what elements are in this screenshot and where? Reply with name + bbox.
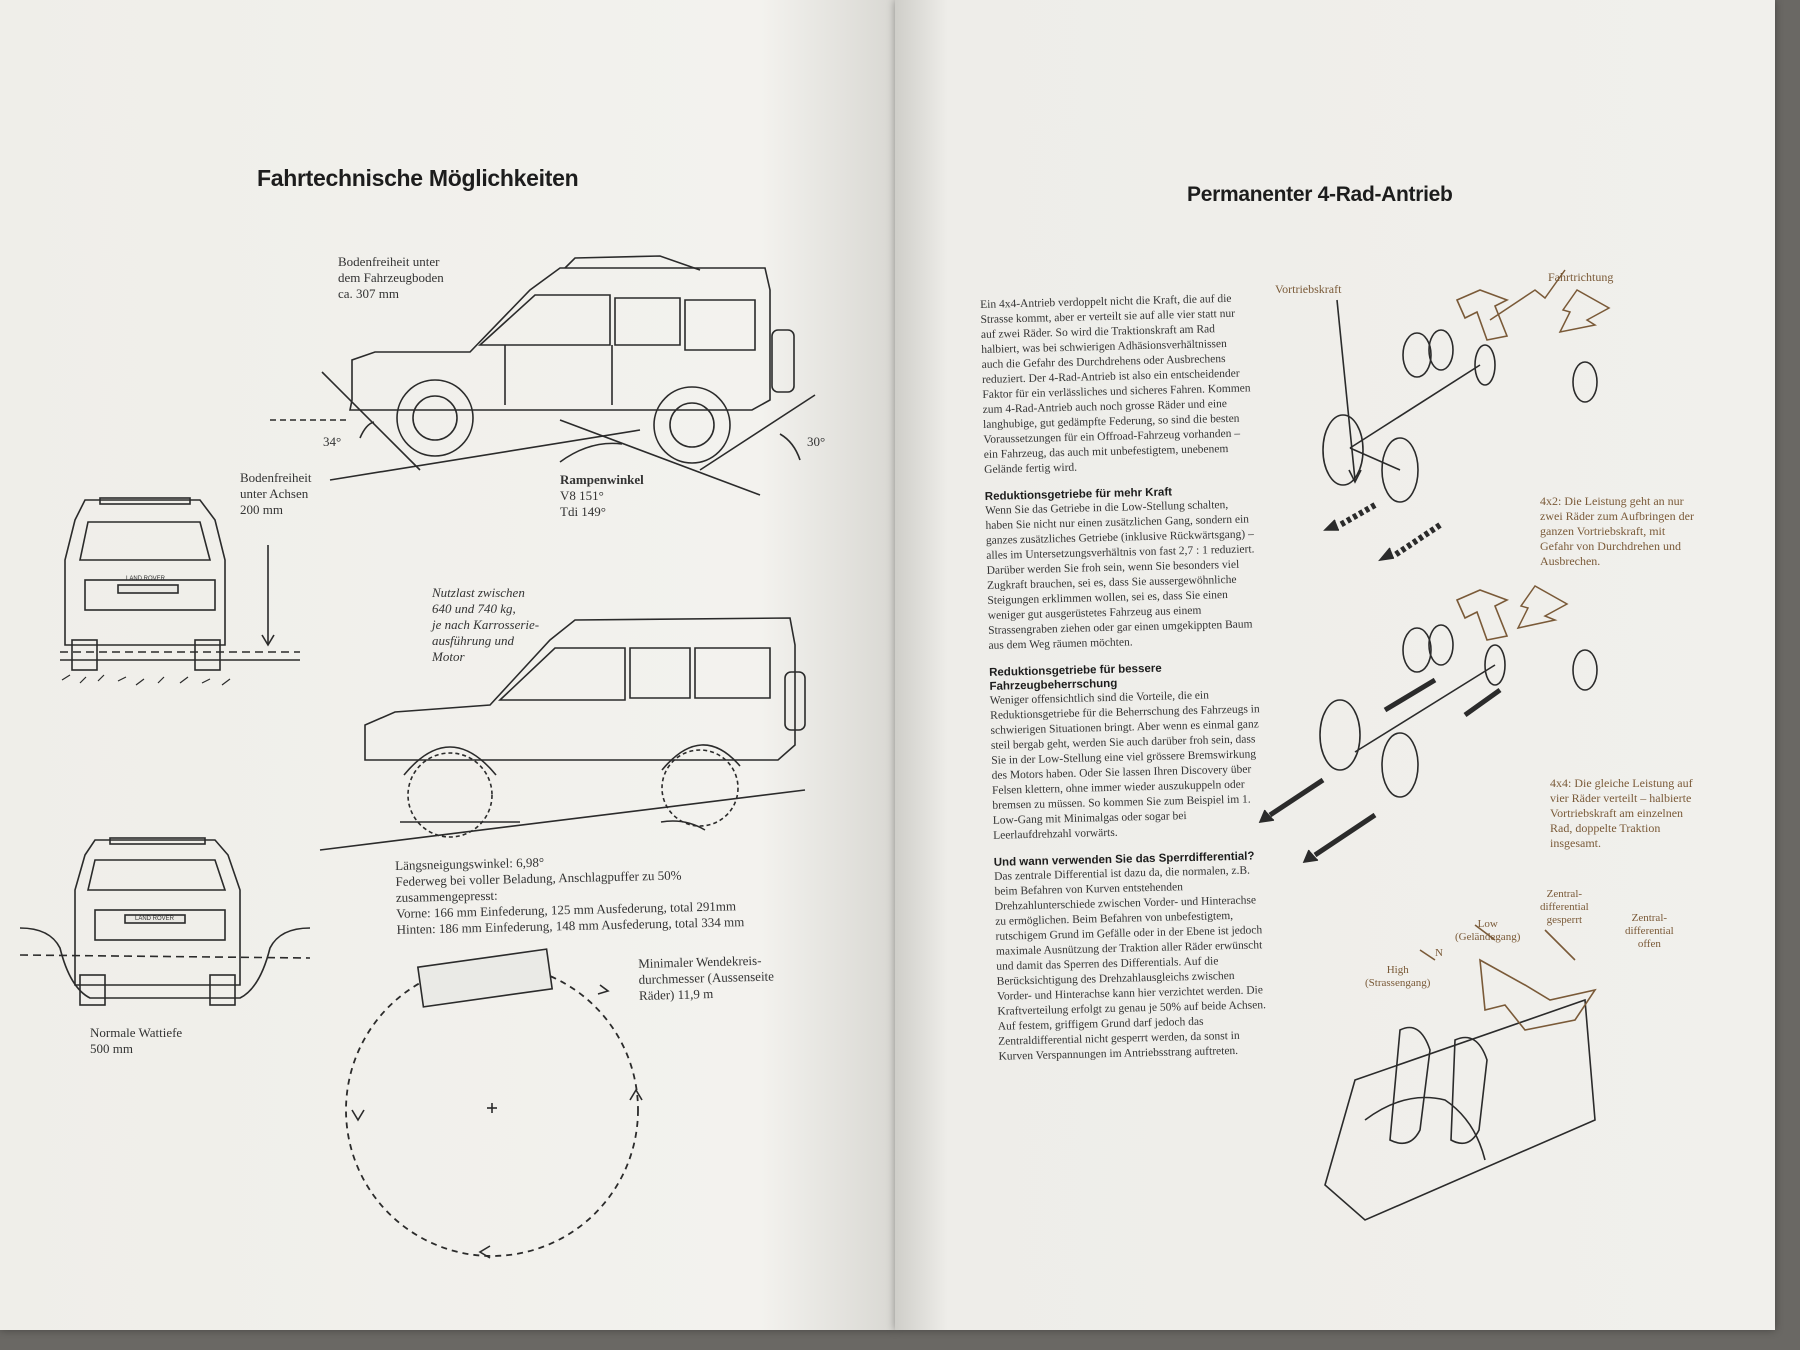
label-n: N — [1435, 947, 1443, 959]
drivetrain-4x2-drawing — [1322, 289, 1598, 562]
right-illustrations — [1258, 269, 1611, 1221]
label-fahrtrichtung: Fahrtrichtung — [1548, 270, 1614, 284]
right-page-title: Permanenter 4-Rad-Antrieb — [1187, 183, 1453, 206]
left-page: Fahrtechnische Möglichkeiten Bodenfreihe… — [0, 0, 895, 1330]
car-front-clearance-drawing — [60, 497, 300, 686]
caption-wading-depth: Normale Wattiefe 500 mm — [90, 1025, 183, 1056]
drivetrain-4x4-drawing — [1258, 589, 1598, 863]
label-4x4: 4x4: Die gleiche Leistung auf vier Räder… — [1550, 776, 1693, 850]
car-front-wading-drawing — [19, 837, 311, 1006]
caption-ground-clearance-body: Bodenfreiheit unter dem Fahrzeugboden ca… — [338, 254, 444, 301]
turning-circle-drawing — [345, 948, 643, 1259]
badge-front-1: LAND ROVER — [126, 576, 166, 582]
left-illustrations: LAND ROVER LAND ROVER — [19, 255, 816, 1259]
caption-angle-rear: 30° — [807, 434, 826, 449]
caption-angle-front: 34° — [323, 434, 342, 449]
caption-ramp-tdi: Tdi 149° — [560, 504, 607, 519]
label-4x2: 4x2: Die Leistung geht an nur zwei Räder… — [1540, 494, 1694, 568]
gear-lever-drawing — [1324, 924, 1597, 1221]
car-side-slope-drawing — [319, 617, 806, 851]
right-page: Permanenter 4-Rad-Antrieb Ein 4x4-Antrie… — [895, 0, 1775, 1330]
label-low: Low (Geländegang) — [1455, 918, 1521, 943]
caption-payload: Nutzlast zwischen 640 und 740 kg, je nac… — [432, 585, 540, 664]
label-zentral-offen: Zentral- differential offen — [1625, 912, 1674, 950]
caption-ground-clearance-axle: Bodenfreiheit unter Achsen 200 mm — [240, 470, 312, 517]
car-side-angles-drawing — [270, 255, 816, 496]
label-high: High (Strassengang) — [1365, 964, 1431, 989]
caption-ramp-v8: V8 151° — [560, 488, 604, 503]
caption-ramp-title: Rampenwinkel — [560, 472, 644, 487]
label-zentral-gesperrt: Zentral- differential gesperrt — [1540, 888, 1589, 926]
left-page-title: Fahrtechnische Möglichkeiten — [257, 165, 579, 191]
label-vortriebskraft: Vortriebskraft — [1275, 282, 1342, 296]
badge-front-2: LAND ROVER — [135, 916, 175, 922]
